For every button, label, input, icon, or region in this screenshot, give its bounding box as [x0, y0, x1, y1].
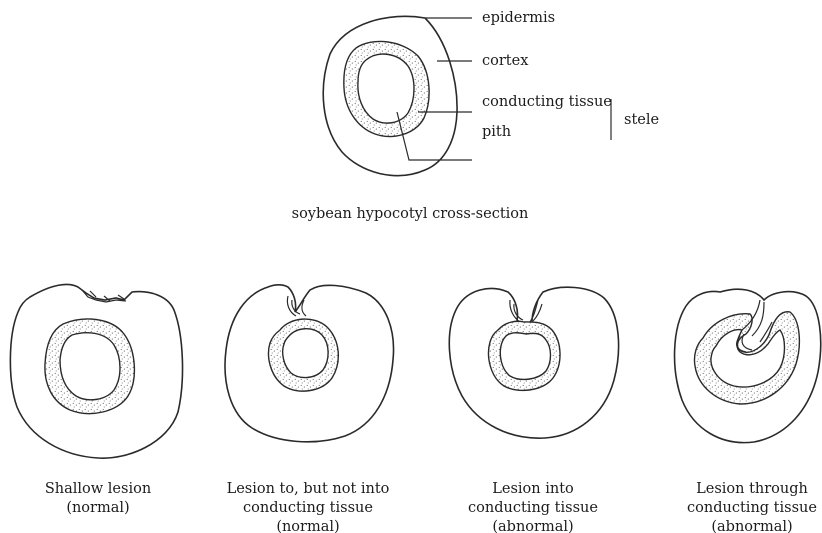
cortex-label: cortex: [482, 53, 528, 69]
reference-cross-section: epidermis cortex conducting tissue pith …: [292, 10, 659, 222]
stele-label: stele: [624, 112, 659, 128]
panel-4-caption-line-3: (abnormal): [711, 519, 792, 533]
panel-1-caption-line-2: (normal): [66, 500, 129, 516]
pith-label: pith: [482, 124, 511, 140]
main-caption: soybean hypocotyl cross-section: [292, 206, 529, 222]
panel-4-caption-line-2: conducting tissue: [687, 500, 817, 516]
panel-2-caption-line-1: Lesion to, but not into: [227, 481, 390, 497]
panel-3-pith: [500, 333, 550, 380]
panel-shallow-lesion: Shallow lesion (normal): [10, 284, 182, 516]
panel-lesion-through-conducting-tissue: Lesion through conducting tissue (abnorm…: [675, 289, 821, 533]
reference-pith: [358, 54, 414, 123]
panel-1-pith: [60, 333, 120, 400]
panel-3-caption-line-1: Lesion into: [492, 481, 574, 497]
panel-2-caption-line-3: (normal): [276, 519, 339, 533]
panel-1-caption-line-1: Shallow lesion: [45, 481, 151, 497]
panel-lesion-into-conducting-tissue: Lesion into conducting tissue (abnormal): [449, 287, 618, 533]
panel-2-caption-line-2: conducting tissue: [243, 500, 373, 516]
conducting-tissue-label: conducting tissue: [482, 94, 612, 110]
panel-3-caption-line-2: conducting tissue: [468, 500, 598, 516]
epidermis-label: epidermis: [482, 10, 555, 26]
panel-4-caption-line-1: Lesion through: [696, 481, 808, 497]
panel-2-pith: [283, 329, 328, 378]
panel-3-caption-line-3: (abnormal): [492, 519, 573, 533]
panel-lesion-to-conducting-tissue: Lesion to, but not into conducting tissu…: [225, 285, 394, 533]
